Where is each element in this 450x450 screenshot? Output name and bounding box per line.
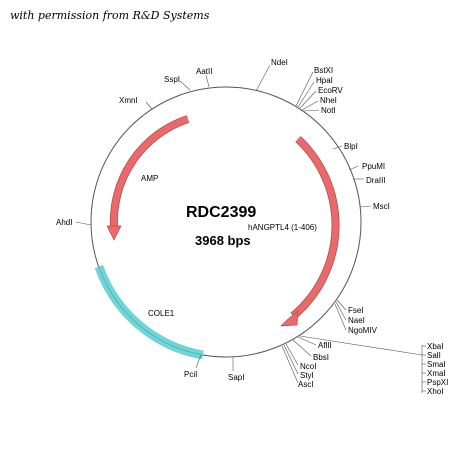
insert-arrowhead: [280, 310, 299, 327]
site-xmni: XmnI: [119, 96, 138, 105]
amp-arrowhead: [106, 225, 122, 241]
site-ncoi: NcoI: [300, 362, 316, 371]
aatii-leader: [205, 74, 210, 88]
pcii-leader: [195, 354, 202, 369]
site-xhoi: XhoI: [427, 387, 443, 396]
plasmid-name: RDC2399: [186, 204, 256, 221]
xmni-leader: [145, 101, 153, 110]
plasmid-size: 3968 bps: [195, 233, 251, 248]
amp-feature-arc: [110, 115, 190, 228]
site-pcii: PciI: [184, 370, 197, 379]
site-hpai: HpaI: [316, 76, 333, 85]
site-naei: NaeI: [348, 316, 365, 325]
plasmid-backbone: [90, 86, 362, 358]
site-styi: StyI: [300, 371, 314, 380]
site-dralll: DraIII: [366, 176, 386, 185]
msci-leader: [359, 205, 372, 208]
naei-leader: [335, 301, 347, 321]
site-ppumi: PpuMI: [362, 162, 385, 171]
nhei-leader: [301, 100, 319, 111]
site-smai: SmaI: [427, 360, 446, 369]
fsei-leader: [336, 299, 347, 311]
site-ngomiv: NgoMIV: [348, 326, 378, 335]
cole1-label: COLE1: [148, 309, 175, 318]
sspi-leader: [179, 80, 191, 91]
cole1-feature-outline: [98, 266, 204, 356]
site-labels: NdeI AatII SspI XmnI BstXI HpaI EcoRV Nh…: [56, 58, 448, 396]
site-sspi: SspI: [164, 75, 180, 84]
blpi-leader: [332, 145, 343, 150]
asci-leader: [281, 345, 299, 384]
styi-leader: [283, 344, 299, 375]
site-pspxi: PspXI: [427, 378, 448, 387]
ndei-leader: [255, 64, 271, 92]
site-xbai: XbaI: [427, 342, 443, 351]
site-aatii: AatII: [196, 67, 212, 76]
site-noti: NotI: [321, 106, 336, 115]
site-fsei: FseI: [348, 306, 364, 315]
site-ecorv: EcoRV: [318, 86, 343, 95]
site-ndei: NdeI: [271, 58, 288, 67]
bstxi-leader: [295, 71, 314, 107]
insert-feature-arc: [290, 136, 339, 319]
ahdi-leader: [75, 221, 92, 226]
site-bbsi: BbsI: [313, 353, 329, 362]
site-ahdi: AhdI: [56, 218, 72, 227]
ecorv-leader: [299, 90, 317, 109]
site-leaders: [75, 64, 426, 393]
site-sapi: SapI: [228, 373, 244, 382]
mcs-leader: [299, 335, 423, 356]
aflii-leader: [297, 336, 317, 346]
site-aflii: AflII: [318, 341, 332, 350]
site-bstxi: BstXI: [314, 66, 333, 75]
insert-label: hANGPTL4 (1-406): [248, 223, 317, 232]
ngomiv-leader: [334, 303, 347, 331]
amp-label: AMP: [141, 174, 158, 183]
site-blpi: BlpI: [344, 142, 358, 151]
site-asci: AscI: [298, 380, 314, 389]
noti-leader: [303, 109, 320, 112]
site-nhei: NheI: [320, 96, 337, 105]
site-sali: SalI: [427, 351, 441, 360]
site-msci: MscI: [373, 202, 390, 211]
ncoi-leader: [285, 343, 299, 366]
credit-text: with permission from R&D Systems: [10, 9, 210, 22]
hpai-leader: [297, 81, 315, 108]
site-xmai: XmaI: [427, 369, 446, 378]
bbsi-leader: [292, 339, 312, 357]
ppumi-leader: [348, 165, 359, 171]
